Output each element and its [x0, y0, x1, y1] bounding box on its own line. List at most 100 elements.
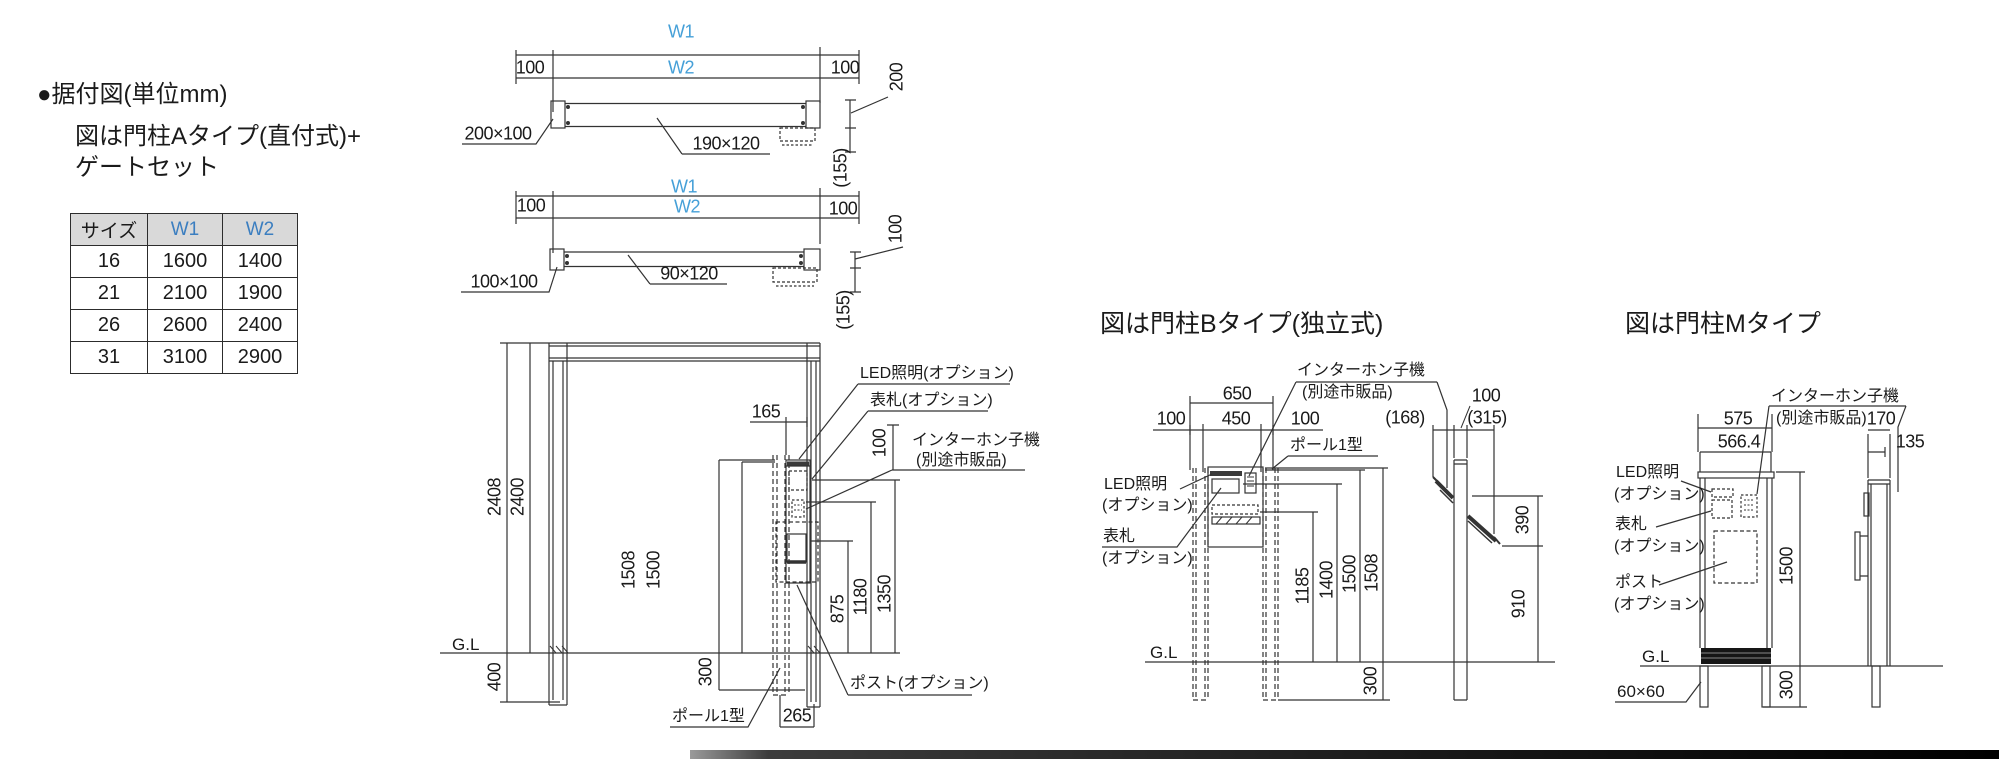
m-intercom-label-2: (別途市販品)	[1776, 410, 1867, 427]
m-intercom-label-1: インターホン子機	[1771, 388, 1900, 405]
page-subtitle-line1: 図は門柱Aタイプ(直付式)+	[75, 123, 362, 150]
cell-size: 31	[70, 341, 148, 374]
plan2-dim-100: 100	[885, 214, 906, 244]
b-led-label-2: (オプション)	[1102, 497, 1193, 514]
b-dim-1400: 1400	[1316, 560, 1337, 600]
a-dim-1350: 1350	[874, 574, 895, 614]
a-dim-100: 100	[869, 428, 890, 458]
a-led-label: LED照明(オプション)	[860, 365, 1014, 382]
elevation-a	[440, 342, 1025, 728]
cell-w2: 2900	[222, 341, 298, 374]
b-gl-label: G.L	[1150, 643, 1178, 662]
a-pole-label: ポール1型	[672, 708, 745, 725]
m-dim-1500: 1500	[1776, 546, 1797, 586]
plan2-post-size-label: 100×100	[470, 271, 538, 292]
a-dim-165: 165	[751, 401, 781, 422]
b-nameplate-label-2: (オプション)	[1102, 550, 1193, 567]
cell-w1: 1600	[147, 245, 223, 278]
m-led-label-2: (オプション)	[1614, 486, 1705, 503]
m-dim-60x60: 60×60	[1617, 682, 1665, 701]
cell-size: 21	[70, 277, 148, 310]
elevation-m	[1615, 405, 1943, 708]
m-title: 図は門柱Mタイプ	[1625, 310, 1821, 338]
b-dim-100-right: 100	[1290, 408, 1320, 429]
a-nameplate-label: 表札(オプション)	[870, 392, 993, 409]
m-gl-label: G.L	[1642, 647, 1670, 666]
plan1-dim-155: (155)	[830, 148, 851, 188]
m-nameplate-label-2: (オプション)	[1614, 538, 1705, 555]
a-dim-2400: 2400	[507, 477, 528, 517]
a-dim-1500: 1500	[643, 550, 664, 590]
plan1-dim-100-right: 100	[830, 57, 860, 78]
m-dim-575: 575	[1723, 408, 1753, 429]
b-dim-168: (168)	[1385, 407, 1425, 428]
a-intercom-label-2: (別途市販品)	[916, 452, 1007, 469]
cell-w2: 2400	[222, 309, 298, 342]
cell-w2: 1900	[222, 277, 298, 310]
elevation-b	[1102, 381, 1555, 701]
table-row: 16 1600 1400	[70, 245, 298, 278]
page-edge-shadow	[690, 750, 1999, 759]
m-led-label-1: LED照明	[1616, 464, 1680, 481]
m-dim-566: 566.4	[1717, 431, 1761, 452]
b-dim-100-side: 100	[1471, 385, 1501, 406]
b-dim-650: 650	[1222, 383, 1252, 404]
b-dim-315: (315)	[1467, 407, 1507, 428]
m-nameplate-label-1: 表札	[1615, 516, 1648, 533]
plan2-dim-100-right: 100	[828, 198, 858, 219]
b-dim-910: 910	[1508, 589, 1529, 619]
table-header-w2: W2	[222, 213, 298, 246]
b-intercom-label-2: (別途市販品)	[1302, 384, 1393, 401]
b-dim-1500: 1500	[1339, 554, 1360, 594]
cell-w1: 2100	[147, 277, 223, 310]
m-post-label-1: ポスト	[1615, 574, 1664, 591]
a-dim-1508: 1508	[618, 550, 639, 590]
table-row: 21 2100 1900	[70, 277, 298, 310]
plan1-w1-label: W1	[668, 21, 695, 42]
b-pole-label: ポール1型	[1290, 437, 1363, 454]
plan1-w2-label: W2	[668, 57, 695, 78]
a-dim-875: 875	[827, 594, 848, 624]
a-post-option-label: ポスト(オプション)	[850, 675, 989, 692]
m-dim-300: 300	[1776, 670, 1797, 700]
table-header-w1: W1	[147, 213, 223, 246]
a-dim-1180: 1180	[850, 578, 871, 616]
m-dim-170: 170	[1866, 408, 1896, 429]
cell-size: 16	[70, 245, 148, 278]
cell-w1: 3100	[147, 341, 223, 374]
b-dim-100-left: 100	[1156, 408, 1186, 429]
b-dim-300: 300	[1360, 666, 1381, 696]
b-intercom-label-1: インターホン子機	[1297, 362, 1426, 379]
a-dim-265: 265	[782, 705, 812, 726]
m-dim-135: 135	[1895, 431, 1925, 452]
b-led-label-1: LED照明	[1104, 476, 1168, 493]
b-title: 図は門柱Bタイプ(独立式)	[1100, 310, 1384, 338]
a-gl-label: G.L	[452, 635, 480, 654]
a-dim-400: 400	[484, 662, 505, 692]
table-row: 31 3100 2900	[70, 341, 298, 374]
table-row: 26 2600 2400	[70, 309, 298, 342]
plan2-dim-155: (155)	[833, 290, 854, 330]
b-dim-1185: 1185	[1292, 567, 1313, 605]
plan1-dim-200: 200	[886, 62, 907, 92]
b-dim-390: 390	[1512, 505, 1533, 535]
size-table: サイズ W1 W2 16 1600 1400 21 2100 1900 26 2…	[70, 213, 298, 374]
m-post-label-2: (オプション)	[1614, 596, 1705, 613]
plan-view-200	[462, 47, 889, 155]
plan2-beam-size-label: 90×120	[660, 263, 718, 284]
page-subtitle-line2: ゲートセット	[75, 154, 219, 181]
cell-w1: 2600	[147, 309, 223, 342]
cell-size: 26	[70, 309, 148, 342]
plan1-dim-100-left: 100	[515, 57, 545, 78]
plan1-beam-size-label: 190×120	[692, 133, 760, 154]
b-dim-1508: 1508	[1361, 553, 1382, 593]
cell-w2: 1400	[222, 245, 298, 278]
table-header-size: サイズ	[70, 213, 148, 246]
a-dim-2408: 2408	[484, 477, 505, 517]
a-intercom-label-1: インターホン子機	[912, 432, 1041, 449]
page-title: ●据付図(単位mm)	[37, 81, 228, 108]
plan2-dim-100-left: 100	[516, 195, 546, 216]
b-dim-450: 450	[1221, 408, 1251, 429]
